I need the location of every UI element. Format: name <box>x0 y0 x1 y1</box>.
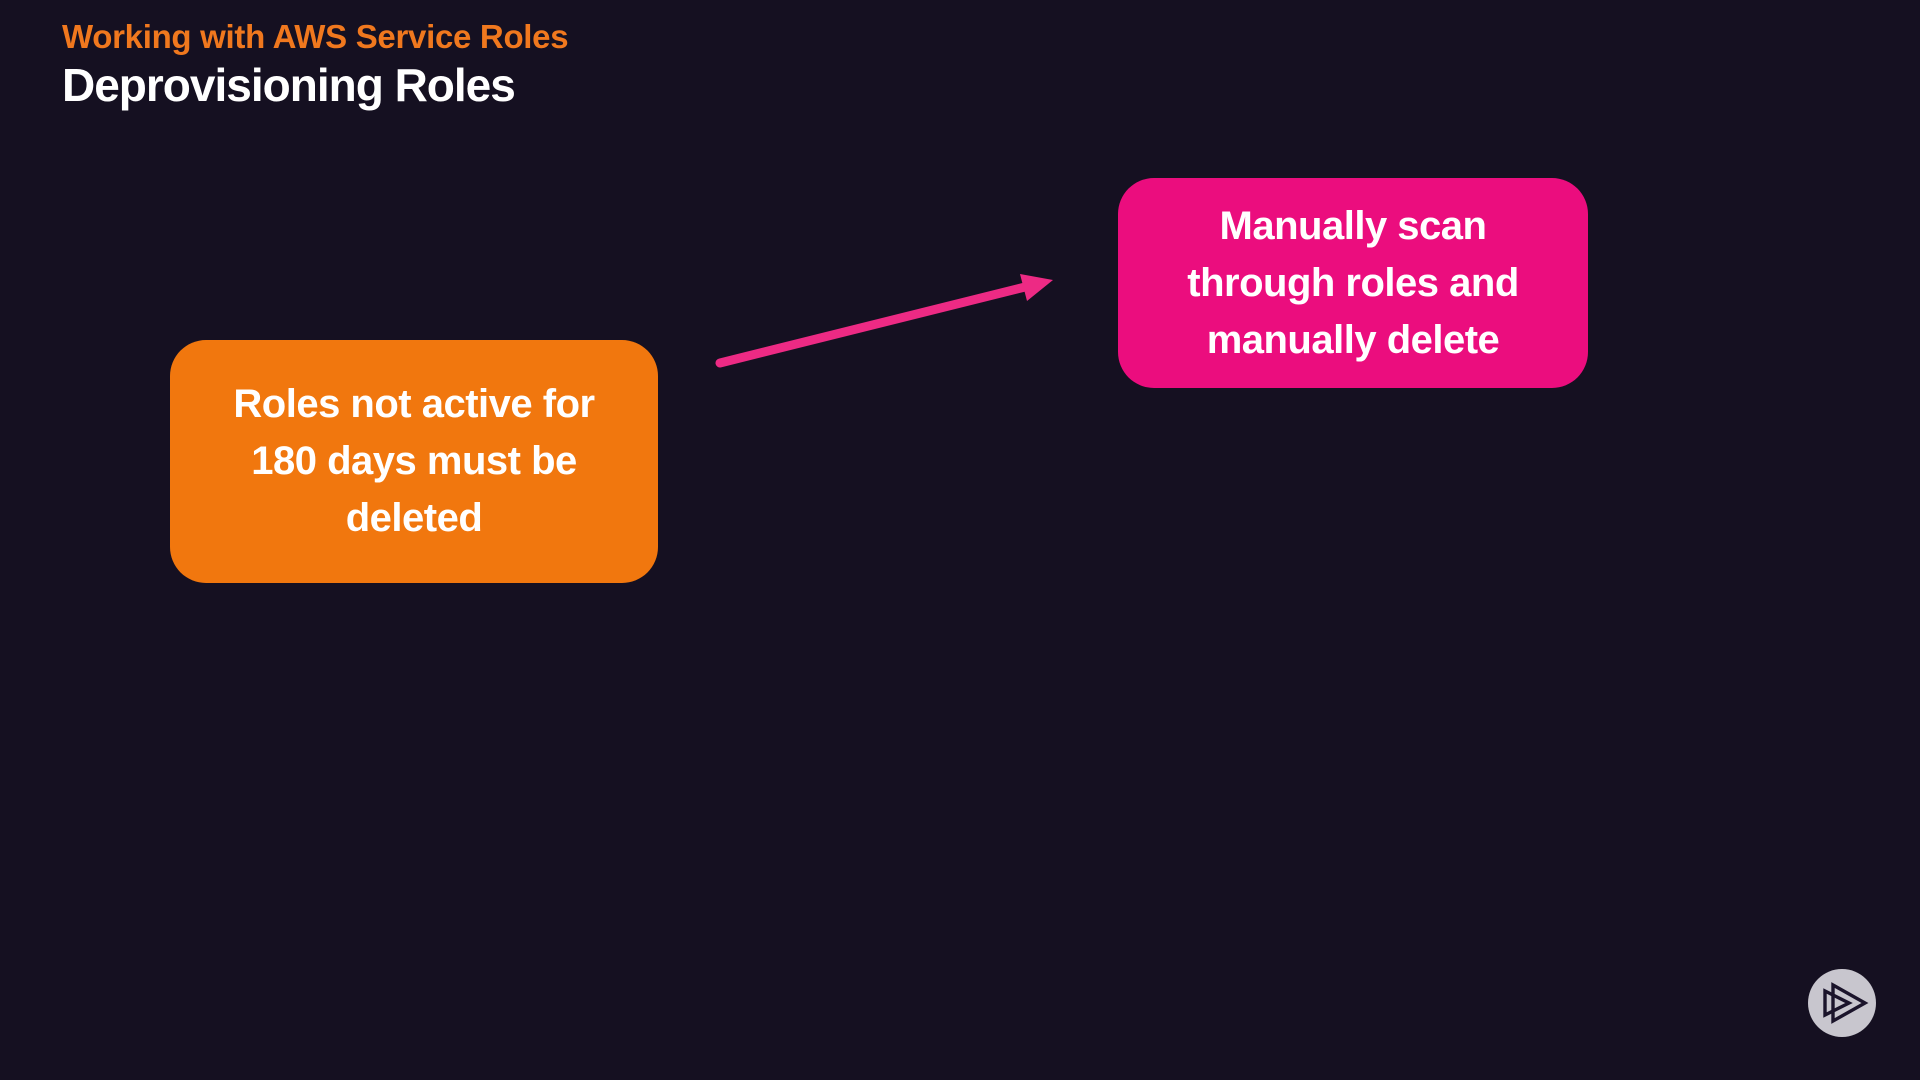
slide-eyebrow: Working with AWS Service Roles <box>62 18 569 55</box>
manual-scan-box: Manually scan through roles and manually… <box>1118 178 1588 388</box>
manual-scan-box-line-3: manually delete <box>1206 317 1500 362</box>
slide-title: Deprovisioning Roles <box>62 59 516 111</box>
roles-inactive-box-line-2: 180 days must be <box>251 439 577 483</box>
roles-inactive-box-line-3: deleted <box>345 496 483 540</box>
roles-inactive-box-line-1: Roles not active for <box>233 382 595 426</box>
pluralsight-logo <box>1808 969 1876 1037</box>
pluralsight-logo-icon <box>1808 969 1876 1037</box>
manual-scan-box-line-2: through roles and <box>1187 260 1519 305</box>
roles-inactive-box: Roles not active for 180 days must be de… <box>170 340 658 583</box>
manual-scan-box-line-1: Manually scan <box>1219 203 1487 248</box>
